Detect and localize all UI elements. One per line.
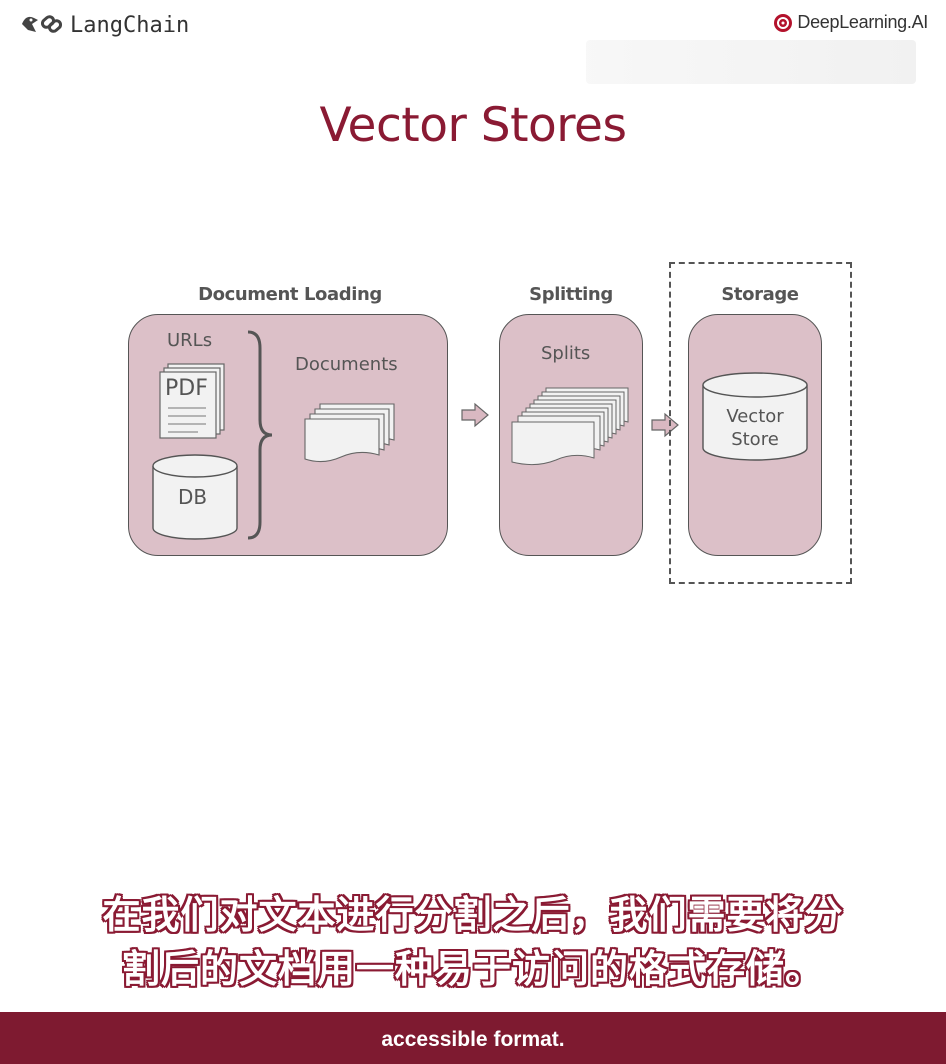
database-icon (152, 454, 238, 540)
parrot-chain-icon (22, 15, 63, 33)
vector-store-label-line2: Store (731, 429, 779, 450)
stage-label-storage: Storage (721, 284, 799, 305)
vector-store-label-line1: Vector (726, 406, 784, 427)
langchain-wordmark: LangChain (70, 12, 190, 38)
urls-label: URLs (167, 330, 213, 351)
stage-label-document-loading: Document Loading (198, 284, 382, 305)
splits-label: Splits (541, 343, 591, 364)
deeplearning-icon (774, 13, 793, 32)
splits-stack-icon (511, 387, 629, 466)
watermark-blur (586, 40, 916, 84)
stage-label-splitting: Splitting (529, 284, 613, 305)
arrow-right-icon (651, 412, 679, 438)
pdf-document-icon (159, 363, 225, 439)
slide-title: Vector Stores (319, 98, 627, 153)
db-label: DB (178, 485, 208, 509)
brace-icon (247, 330, 273, 540)
arrow-right-icon (461, 402, 489, 428)
langchain-logo: LangChain (18, 10, 189, 40)
deeplearning-logo: DeepLearning.AI (773, 12, 928, 33)
documents-label: Documents (295, 354, 398, 375)
subtitle-cn-line2: 割后的文档用一种易于访问的格式存储。 (121, 947, 824, 991)
documents-stack-icon (304, 403, 395, 463)
caption-text: accessible format. (381, 1028, 565, 1051)
vector-store-cylinder-icon (702, 372, 808, 461)
deeplearning-wordmark: DeepLearning.AI (797, 12, 928, 32)
subtitle-cn-line1: 在我们对文本进行分割之后，我们需要将分 (102, 893, 844, 937)
storage-dashed-outline (669, 262, 852, 584)
caption-bar: accessible format. (0, 1012, 946, 1064)
pdf-label: PDF (165, 376, 208, 401)
